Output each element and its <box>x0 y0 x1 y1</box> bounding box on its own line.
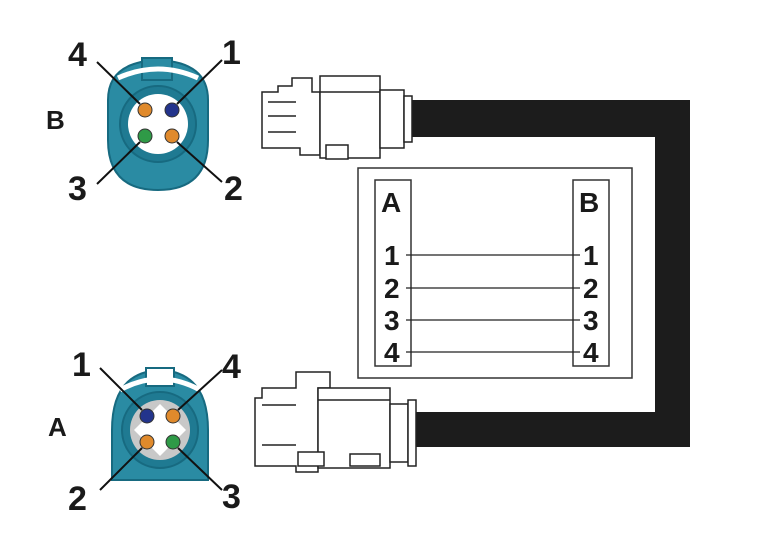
connector-a-pin-top-right-label: 4 <box>222 348 241 386</box>
pin-3-b <box>137 128 153 144</box>
connector-b-pin-bottom-left-label: 3 <box>68 170 87 208</box>
connector-a-label: A <box>48 412 67 442</box>
connector-b-pin-top-right-label: 1 <box>222 34 241 72</box>
pin-4-b <box>137 102 153 118</box>
row-4-a: 4 <box>384 337 400 368</box>
plug-a-side-view <box>254 371 417 473</box>
column-a-header: A <box>381 187 401 218</box>
row-2-a: 2 <box>384 273 400 304</box>
plug-b-side-view <box>261 75 413 160</box>
row-1-b: 1 <box>583 240 599 271</box>
pin-1-a <box>139 408 155 424</box>
pinout-table: A B 1 2 3 4 1 2 3 4 <box>357 167 633 379</box>
connector-b-pin-bottom-right-label: 2 <box>224 170 243 208</box>
pin-4-a <box>165 408 181 424</box>
column-b-box <box>572 179 610 367</box>
connector-a-pin-bottom-left-label: 2 <box>68 480 87 518</box>
connector-a-pin-bottom-right-label: 3 <box>222 478 241 516</box>
connector-b-pin-top-left-label: 4 <box>68 36 87 74</box>
connector-b-label: B <box>46 105 65 135</box>
row-4-b: 4 <box>583 337 599 368</box>
pin-3-a <box>165 434 181 450</box>
pin-2-b <box>164 128 180 144</box>
pin-1-b <box>164 102 180 118</box>
row-2-b: 2 <box>583 273 599 304</box>
column-a-box <box>374 179 412 367</box>
row-3-a: 3 <box>384 305 400 336</box>
connector-a-pin-top-left-label: 1 <box>72 346 91 384</box>
column-b-header: B <box>579 187 599 218</box>
cable <box>408 100 690 447</box>
pin-2-a <box>139 434 155 450</box>
row-3-b: 3 <box>583 305 599 336</box>
row-1-a: 1 <box>384 240 400 271</box>
connector-b-face <box>96 57 223 192</box>
connector-a-face <box>99 367 223 491</box>
